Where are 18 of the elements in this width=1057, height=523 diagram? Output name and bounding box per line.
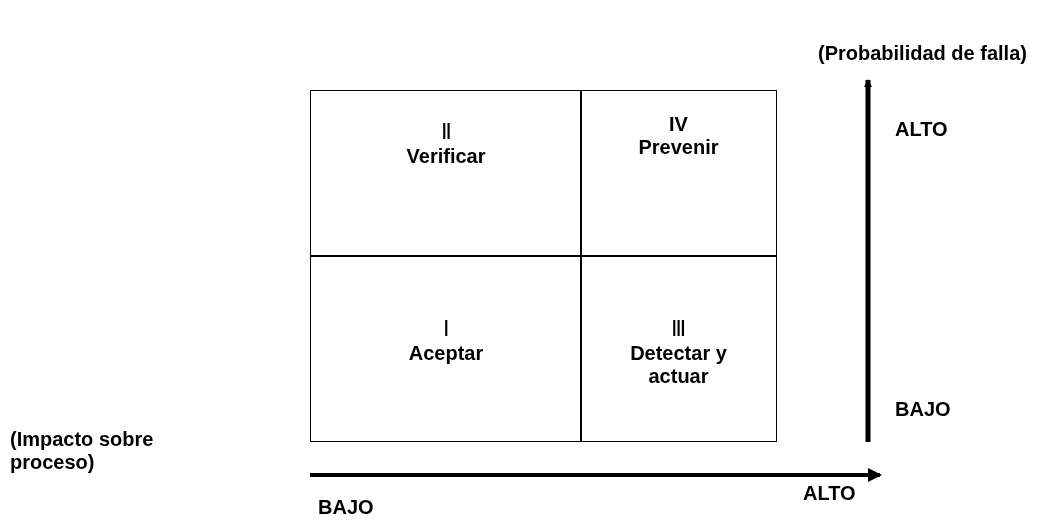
quadrant-label: Verificar [405, 145, 487, 168]
axis-label: ALTO [803, 482, 856, 505]
quadrant-label: Aceptar [407, 342, 485, 365]
roman-numeral: Ⅲ [671, 316, 686, 342]
roman-numeral: Ⅰ [443, 316, 449, 342]
axis-label: BAJO [318, 496, 374, 519]
quadrant-label: Prevenir [637, 136, 720, 159]
roman-numeral: Ⅱ [440, 119, 452, 145]
quadrant-label: Detectar y actuar [629, 342, 728, 388]
axis-label: BAJO [895, 398, 951, 421]
roman-numeral: IV [669, 113, 688, 136]
quadrant-cell [580, 255, 777, 442]
quadrant-cell [310, 255, 582, 442]
quadrant-cell [580, 90, 777, 257]
axis-title: (Probabilidad de falla) [818, 42, 1027, 65]
axis-title: (Impacto sobre proceso) [10, 428, 155, 474]
quadrant-cell [310, 90, 582, 257]
axis-label: ALTO [895, 118, 948, 141]
